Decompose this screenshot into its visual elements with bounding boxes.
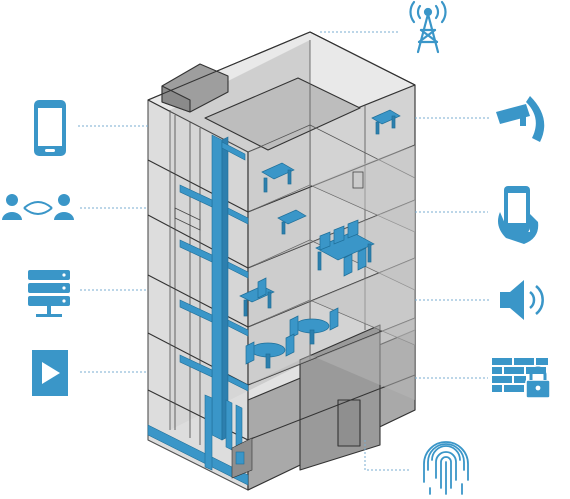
bottom-manifold [147, 424, 249, 486]
desk-floor-2 [261, 162, 295, 193]
round-table-floor-5 [245, 333, 295, 369]
shaft-lines [174, 115, 201, 445]
firewall-lock-icon [492, 358, 551, 399]
desk-floor-3 [277, 209, 307, 235]
furniture [239, 109, 401, 369]
utility-box-panel [235, 451, 245, 465]
floor-plate-2 [248, 145, 415, 232]
server-icon [28, 270, 70, 317]
branch-floor-4-r [227, 374, 249, 392]
bottom-riser-b [225, 399, 233, 451]
video-play-icon [32, 350, 68, 396]
smartphone-icon [34, 100, 66, 156]
service-risers [147, 134, 253, 486]
branch-floor-2-r [227, 261, 249, 279]
branch-floor-1-r [227, 207, 249, 225]
radio-tower-icon [409, 0, 447, 54]
main-riser [211, 134, 223, 441]
roof-rim [147, 31, 416, 101]
speaker-icon [500, 280, 544, 320]
desk-top-right [371, 109, 401, 135]
riser-top-arm [221, 141, 246, 161]
round-table-floor-4 [289, 307, 339, 345]
branch-floor-4 [179, 354, 213, 378]
people-connection-icon [2, 194, 74, 220]
front-windows [174, 171, 364, 231]
roof-machine-front [161, 85, 191, 113]
floor-plate-5 [248, 318, 415, 400]
ground-door [337, 399, 361, 447]
leader-lines [78, 31, 490, 471]
facade-window-1 [352, 171, 364, 189]
hand-phone-icon [498, 186, 539, 244]
facade-window-2 [174, 207, 201, 231]
main-riser-side [221, 136, 229, 441]
desk-floor-4 [239, 277, 275, 317]
floor-plate-4 [248, 258, 415, 345]
branch-floor-2 [179, 239, 213, 263]
roof-opening [204, 77, 361, 151]
bottom-riser-a [204, 394, 213, 471]
building-front-wall [147, 99, 249, 491]
conference-table [315, 219, 375, 277]
fingerprint-icon [423, 441, 469, 495]
leader-fingerprint [364, 440, 410, 471]
branch-floor-1 [179, 184, 213, 208]
branch-floor-3 [179, 299, 213, 323]
branch-floor-3-r [227, 319, 249, 337]
security-camera-icon [496, 96, 545, 142]
